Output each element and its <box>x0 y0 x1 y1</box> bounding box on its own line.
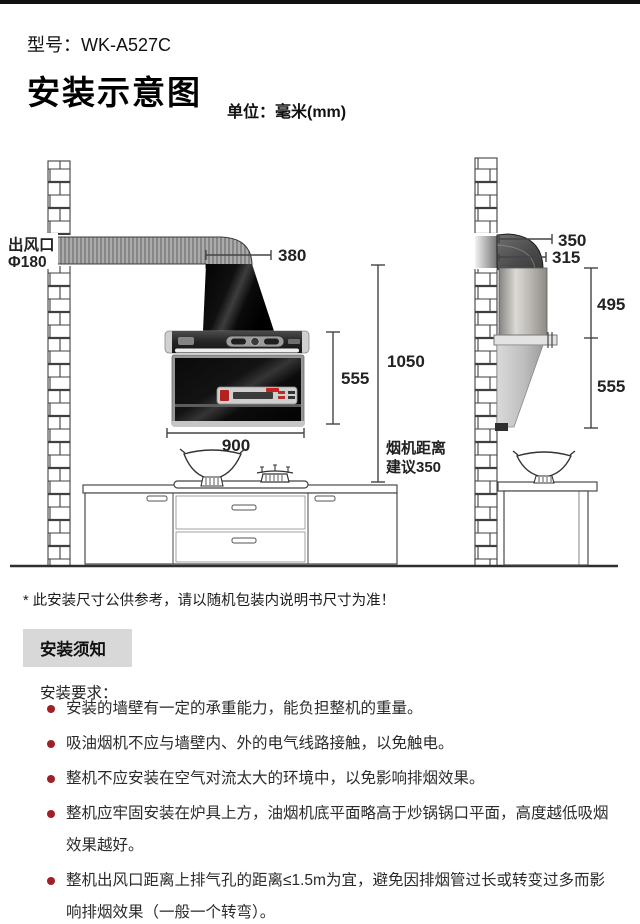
wok-icon <box>179 448 246 487</box>
outlet-label-line2: Φ180 <box>8 254 47 271</box>
bullet-icon <box>47 740 55 748</box>
side-view: 350 315 495 555 <box>493 231 625 566</box>
notice-item-text: 安装的墙壁有一定的承重能力，能负担整机的重量。 <box>66 700 423 717</box>
cabinet-front <box>82 484 398 565</box>
dim-top-offset <box>498 234 553 244</box>
notice-item-text: 整机应牢固安装在炉具上方，油烟机底平面略高于炒锅锅口平面，高度越低吸烟效果越好。 <box>66 805 609 854</box>
top-border-bar <box>0 0 640 4</box>
front-view: 出风口 Φ180 380 555 1050 <box>5 233 446 565</box>
hood-chimney <box>203 264 274 331</box>
dim-hood-height-label: 555 <box>341 369 369 388</box>
outlet-label-line1: 出风口 <box>8 235 55 254</box>
brand-logo <box>178 337 194 345</box>
notice-item-text: 整机不应安装在空气对流太大的环境中，以免影响排烟效果。 <box>66 770 485 787</box>
dim-top-offset-label: 350 <box>558 231 586 250</box>
dim-duct-width-label: 380 <box>278 246 306 265</box>
bullet-icon <box>47 775 55 783</box>
brick-wall-right <box>473 157 499 567</box>
page-title: 安装示意图 <box>27 74 202 111</box>
requirements-subtitle: 安装要求： <box>40 685 118 702</box>
exhaust-duct <box>55 236 253 269</box>
dim-mid-offset <box>498 252 547 262</box>
distance-note-line2: 建议350 <box>386 458 441 476</box>
notice-item: 吸油烟机不应与墙壁内、外的电气线路接触，以免触电。 <box>0 728 640 760</box>
notice-item: 整机出风口距离上排气孔的距离≤1.5m为宜，避免因排烟管过长或转变过多而影响排烟… <box>0 865 640 924</box>
distance-note-line1: 烟机距离 <box>386 439 446 457</box>
dim-hood-height <box>326 331 340 425</box>
notice-list: 安装的墙壁有一定的承重能力，能负担整机的重量。 吸油烟机不应与墙壁内、外的电气线… <box>0 693 640 924</box>
door-handle <box>146 495 168 502</box>
dim-upper-height-label: 495 <box>597 295 625 314</box>
drawer-handle <box>231 504 257 511</box>
drawer-handle <box>231 537 257 544</box>
brick-wall-left <box>46 160 74 567</box>
dim-total-height <box>371 264 385 483</box>
notice-item: 整机应牢固安装在炉具上方，油烟机底平面略高于炒锅锅口平面，高度越低吸烟效果越好。 <box>0 798 640 862</box>
dim-mid-offset-label: 315 <box>552 248 580 267</box>
model-number: 型号：WK-A527C <box>27 35 172 55</box>
dim-lower-height-label: 555 <box>597 377 625 396</box>
wok-icon-side <box>512 450 576 484</box>
notice-item-text: 吸油烟机不应与墙壁内、外的电气线路接触，以免触电。 <box>66 735 454 752</box>
hood-body-side <box>496 344 544 428</box>
bullet-icon <box>47 705 55 713</box>
door-handle <box>314 495 336 502</box>
notice-item: 整机不应安装在空气对流太大的环境中，以免影响排烟效果。 <box>0 763 640 795</box>
notice-item: 安装的墙壁有一定的承重能力，能负担整机的重量。 <box>0 693 640 725</box>
dim-duct-width <box>205 250 272 260</box>
dim-hood-width <box>166 428 305 438</box>
light-strip <box>175 348 299 353</box>
dim-total-height-label: 1050 <box>387 352 425 371</box>
hood-foot-side <box>495 423 508 431</box>
installation-diagram: 出风口 Φ180 380 555 1050 <box>5 157 625 568</box>
unit-label: 单位：毫米(mm) <box>227 104 347 121</box>
bullet-icon <box>47 877 55 885</box>
notice-item-text: 整机出风口距离上排气孔的距离≤1.5m为宜，避免因排烟管过长或转变过多而影响排烟… <box>66 872 605 921</box>
bullet-icon <box>47 810 55 818</box>
cabinet-side <box>497 481 598 566</box>
notice-section-header: 安装须知 <box>23 629 132 667</box>
range-hood-front <box>164 330 310 427</box>
gas-burner-icon <box>256 464 294 483</box>
notice-section-title: 安装须知 <box>40 641 106 659</box>
hood-chimney-side <box>498 267 548 336</box>
dim-upper-height <box>584 267 598 429</box>
footnote: * 此安装尺寸公供参考，请以随机包装内说明书尺寸为准！ <box>23 593 396 609</box>
